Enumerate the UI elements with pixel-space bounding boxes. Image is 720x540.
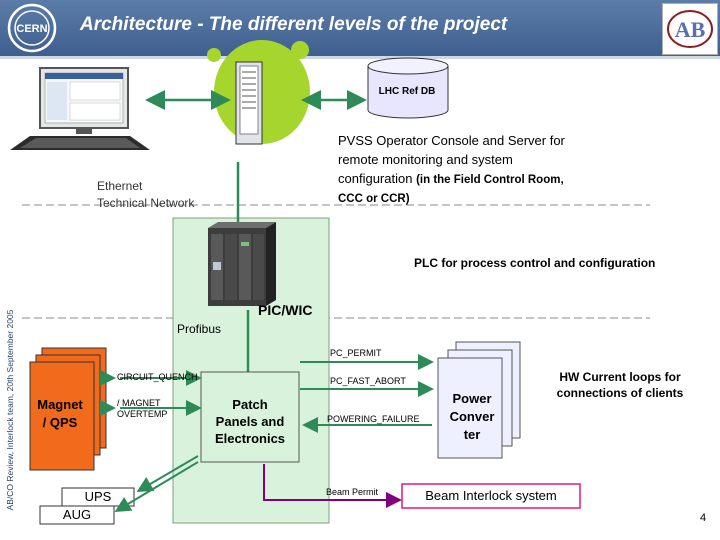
power-label-line-2: Conver bbox=[449, 409, 495, 424]
header-divider bbox=[0, 56, 720, 59]
beam-permit-arrow bbox=[263, 464, 402, 508]
pvss-line-3: configuration (in the Field Control Room… bbox=[338, 169, 658, 190]
hw-line-1: HW Current loops for bbox=[559, 370, 681, 384]
database-label: LHC Ref DB bbox=[378, 86, 436, 97]
network-blob-small bbox=[207, 48, 221, 62]
magnet-qps-label: Magnet / QPS bbox=[30, 396, 90, 432]
power-converter-label: Power Conver ter bbox=[440, 390, 504, 444]
power-label-line-3: ter bbox=[463, 427, 481, 442]
ethernet-label-line-1: Ethernet bbox=[97, 179, 143, 193]
picwic-label: PIC/WIC bbox=[258, 302, 313, 318]
page-number: 4 bbox=[700, 512, 707, 524]
server-icon bbox=[235, 61, 263, 145]
beam-interlock-system-label: Beam Interlock system bbox=[425, 488, 557, 503]
pvss-description: PVSS Operator Console and Server for rem… bbox=[338, 131, 658, 209]
magnet-label-line-2: / QPS bbox=[42, 415, 78, 430]
patch-panel-box bbox=[200, 371, 300, 463]
pc-permit-label: PC_PERMIT bbox=[330, 348, 382, 358]
cern-logo-text: CERN bbox=[16, 23, 47, 35]
bis-box bbox=[401, 483, 581, 509]
ab-logo: AB bbox=[662, 3, 718, 55]
aug-box bbox=[39, 505, 115, 525]
pvss-note-2: CCC or CCR) bbox=[338, 193, 410, 205]
slide-title: Architecture - The different levels of t… bbox=[80, 14, 508, 35]
power-label-line-1: Power bbox=[452, 391, 492, 406]
power-box-front bbox=[437, 357, 503, 459]
pvss-note-1: (in the Field Control Room, bbox=[416, 174, 564, 186]
patch-panels-label: Patch Panels and Electronics bbox=[206, 396, 294, 447]
plc-label: PLC for process control and configuratio… bbox=[414, 256, 656, 270]
aug-label: AUG bbox=[62, 507, 92, 522]
ups-arrow-2 bbox=[114, 461, 199, 513]
ethernet-label-line-2: Technical Network bbox=[97, 196, 195, 210]
network-blob-small bbox=[291, 41, 309, 59]
pvss-line-3-text: configuration bbox=[338, 171, 413, 186]
pvss-line-2: remote monitoring and system bbox=[338, 152, 513, 167]
cern-logo: CERN bbox=[4, 2, 60, 54]
pc-fast-abort-label: PC_FAST_ABORT bbox=[330, 376, 406, 386]
patch-label-line-1: Patch bbox=[232, 397, 268, 412]
hw-current-loops-label: HW Current loops for connections of clie… bbox=[540, 369, 700, 401]
ups-label: UPS bbox=[84, 489, 112, 504]
magnet-box-front bbox=[29, 361, 95, 471]
database-icon bbox=[367, 57, 449, 119]
magnet-label-line-1: Magnet bbox=[37, 397, 83, 412]
beam-permit-label: Beam Permit bbox=[326, 487, 379, 497]
circuit-quench-label: CIRCUIT_QUENCH bbox=[117, 372, 198, 382]
computer-icon bbox=[10, 67, 150, 150]
patch-label-line-2: Panels and bbox=[215, 414, 285, 429]
hw-line-2: connections of clients bbox=[556, 386, 684, 400]
powering-failure-label: POWERING_FAILURE bbox=[327, 414, 420, 424]
magnet-overtemp-label-2: OVERTEMP bbox=[117, 409, 168, 419]
ups-arrow-1 bbox=[136, 455, 199, 493]
pvss-line-1: PVSS Operator Console and Server for bbox=[338, 133, 565, 148]
slide-header bbox=[0, 0, 720, 56]
magnet-overtemp-label-1: / MAGNET bbox=[117, 398, 161, 408]
profibus-label: Profibus bbox=[177, 322, 222, 336]
plc-rack-icon bbox=[208, 222, 276, 306]
ab-logo-text: AB bbox=[675, 17, 706, 42]
ethernet-label: Ethernet Technical Network bbox=[97, 178, 194, 212]
patch-label-line-3: Electronics bbox=[214, 431, 286, 446]
